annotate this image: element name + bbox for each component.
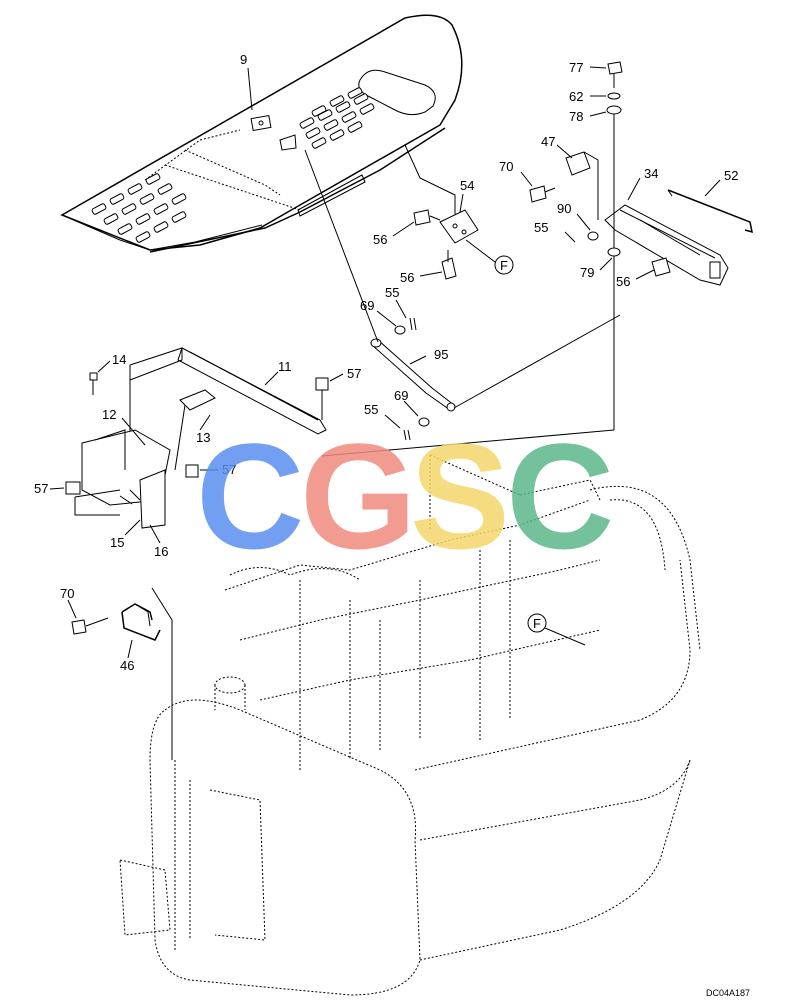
label-13: 13 bbox=[196, 430, 210, 445]
label-57a: 57 bbox=[347, 366, 361, 381]
reference-marker-f1-text: F bbox=[500, 258, 508, 273]
label-70b: 70 bbox=[60, 586, 74, 601]
label-9: 9 bbox=[240, 52, 247, 67]
label-78: 78 bbox=[569, 109, 583, 124]
label-56c: 56 bbox=[616, 274, 630, 289]
hinge-assembly bbox=[404, 144, 479, 280]
label-56a: 56 bbox=[373, 232, 387, 247]
watermark-letter-2: G bbox=[300, 412, 417, 580]
label-11: 11 bbox=[278, 359, 292, 374]
leader-lines bbox=[49, 66, 721, 659]
label-69a: 69 bbox=[360, 298, 374, 313]
label-14: 14 bbox=[112, 352, 126, 367]
label-56b: 56 bbox=[400, 270, 414, 285]
label-79: 79 bbox=[580, 265, 594, 280]
label-62: 62 bbox=[569, 89, 583, 104]
reference-marker-f2: F bbox=[527, 613, 586, 646]
label-54: 54 bbox=[460, 178, 474, 193]
reference-marker-f2-text: F bbox=[533, 616, 541, 631]
label-77: 77 bbox=[569, 60, 583, 75]
gas-spring bbox=[304, 149, 621, 441]
machine-body bbox=[119, 454, 701, 996]
label-47: 47 bbox=[541, 134, 555, 149]
label-52: 52 bbox=[724, 168, 738, 183]
watermark-letter-1: C bbox=[196, 412, 304, 580]
cover-panel bbox=[60, 14, 463, 253]
document-code: DC04A187 bbox=[706, 988, 750, 998]
label-70a: 70 bbox=[499, 159, 513, 174]
reference-marker-f1: F bbox=[465, 239, 514, 275]
label-55b: 55 bbox=[385, 285, 399, 300]
label-55c: 55 bbox=[364, 402, 378, 417]
label-16: 16 bbox=[154, 544, 168, 559]
part-labels: 9 77 62 78 47 70 34 52 54 90 55 56 56 79… bbox=[34, 52, 738, 673]
label-34: 34 bbox=[644, 166, 658, 181]
right-bracket bbox=[321, 61, 753, 457]
label-57b: 57 bbox=[222, 462, 236, 477]
label-12: 12 bbox=[102, 407, 116, 422]
watermark: C G S C bbox=[196, 412, 614, 580]
label-90: 90 bbox=[557, 201, 571, 216]
watermark-letter-4: C bbox=[506, 412, 614, 580]
label-46: 46 bbox=[120, 658, 134, 673]
watermark-letter-3: S bbox=[410, 412, 510, 580]
label-69b: 69 bbox=[394, 388, 408, 403]
handle bbox=[71, 587, 173, 760]
label-57c: 57 bbox=[34, 481, 48, 496]
left-bracket bbox=[65, 347, 329, 529]
label-95: 95 bbox=[434, 347, 448, 362]
label-55a: 55 bbox=[534, 220, 548, 235]
label-15: 15 bbox=[110, 535, 124, 550]
